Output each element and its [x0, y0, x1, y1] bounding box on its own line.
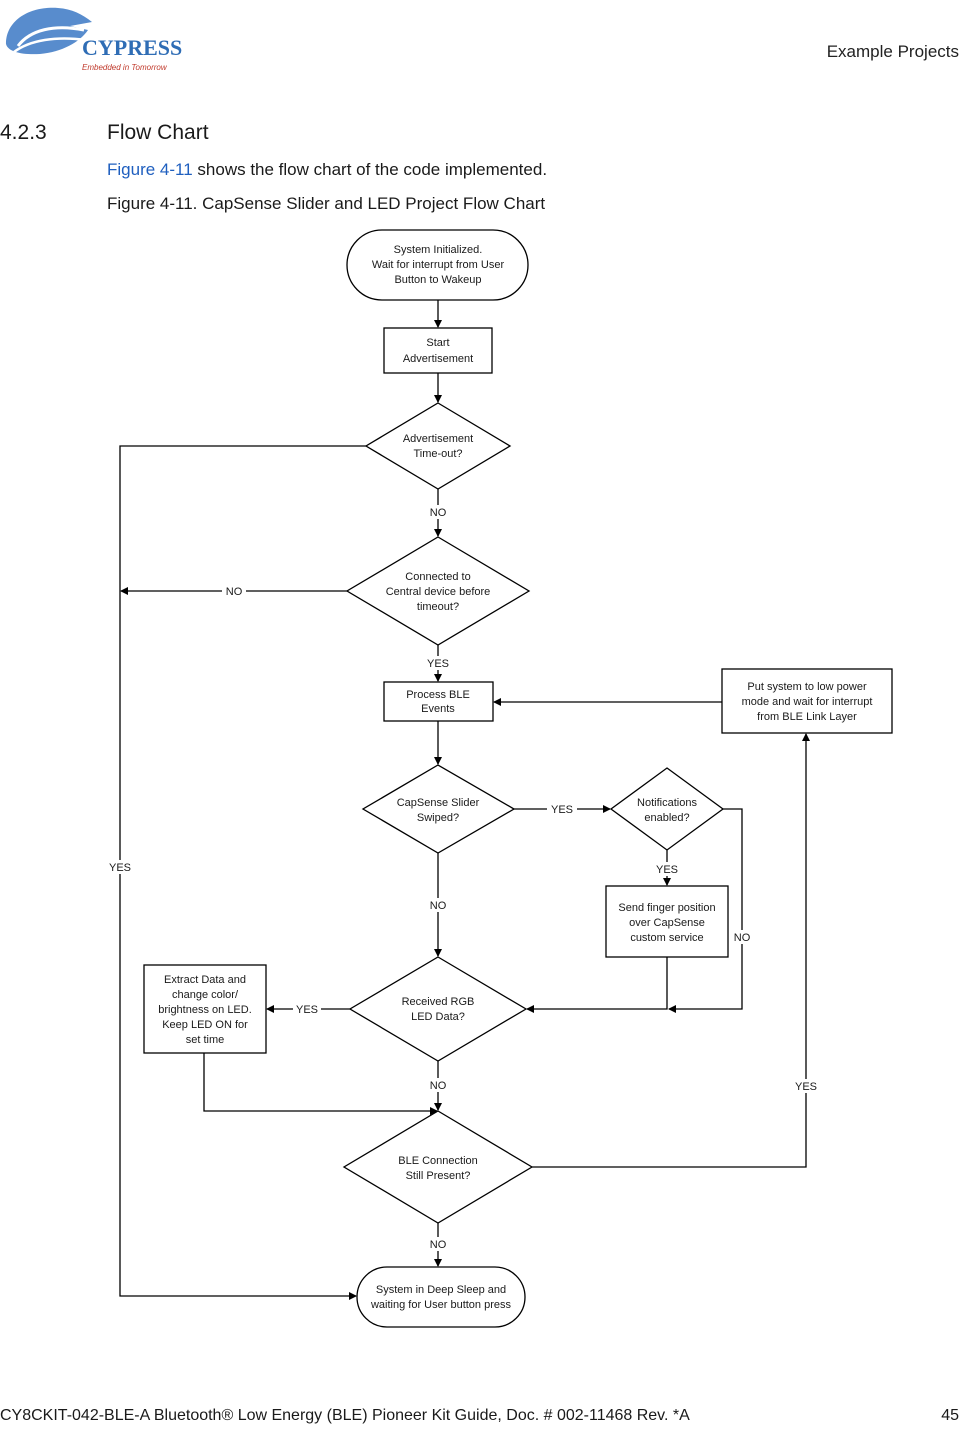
node-start-text: System Initialized.Wait for interrupt fr… [372, 244, 505, 286]
page-number: 45 [941, 1407, 959, 1424]
logo-tagline: Embedded in Tomorrow [82, 63, 168, 72]
label-swiped-no: NO [430, 900, 447, 912]
node-low-power [721, 668, 893, 734]
label-notif-yes: YES [656, 864, 678, 876]
footer-doc-info: CY8CKIT-042-BLE-A Bluetooth® Low Energy … [0, 1407, 690, 1424]
node-send-finger [605, 885, 729, 958]
label-notif-no: NO [734, 932, 751, 944]
section-title: Flow Chart [107, 121, 209, 144]
node-received-rgb [348, 956, 528, 1062]
node-adv-timeout [364, 402, 512, 490]
label-rgb-yes: YES [296, 1004, 318, 1016]
cypress-logo: CYPRESS Embedded in Tomorrow [6, 7, 182, 72]
label-adv-no: NO [430, 507, 447, 519]
label-conn-no: NO [226, 586, 243, 598]
figure-caption: Figure 4-11. CapSense Slider and LED Pro… [107, 194, 546, 213]
logo-wordmark: CYPRESS [82, 35, 182, 60]
intro-text: shows the flow chart of the code impleme… [192, 160, 548, 179]
edge-timeout-yes [119, 445, 366, 1300]
section-number: 4.2.3 [0, 121, 47, 144]
node-slider-swiped [361, 764, 516, 854]
edge-notif-no [668, 808, 743, 1013]
edge-send-to-rgb [526, 957, 668, 1013]
node-process-ble [383, 681, 494, 722]
edge-ble-yes [532, 733, 810, 1168]
label-timeout-yes: YES [109, 862, 131, 874]
node-ble-present [342, 1110, 534, 1224]
figure-link[interactable]: Figure 4-11 [107, 160, 193, 179]
label-ble-no: NO [430, 1239, 447, 1251]
node-extract-data [143, 964, 267, 1054]
label-rgb-no: NO [430, 1080, 447, 1092]
label-ble-yes: YES [795, 1081, 817, 1093]
label-conn-yes: YES [427, 658, 449, 670]
edge-extract-to-ble [203, 1053, 438, 1115]
label-swiped-yes: YES [551, 804, 573, 816]
node-start-adv [383, 327, 493, 374]
node-deep-sleep [356, 1266, 526, 1328]
section-label: Example Projects [826, 42, 959, 61]
intro-paragraph: Figure 4-11 shows the flow chart of the … [107, 160, 547, 180]
node-notif-enabled [609, 767, 725, 851]
